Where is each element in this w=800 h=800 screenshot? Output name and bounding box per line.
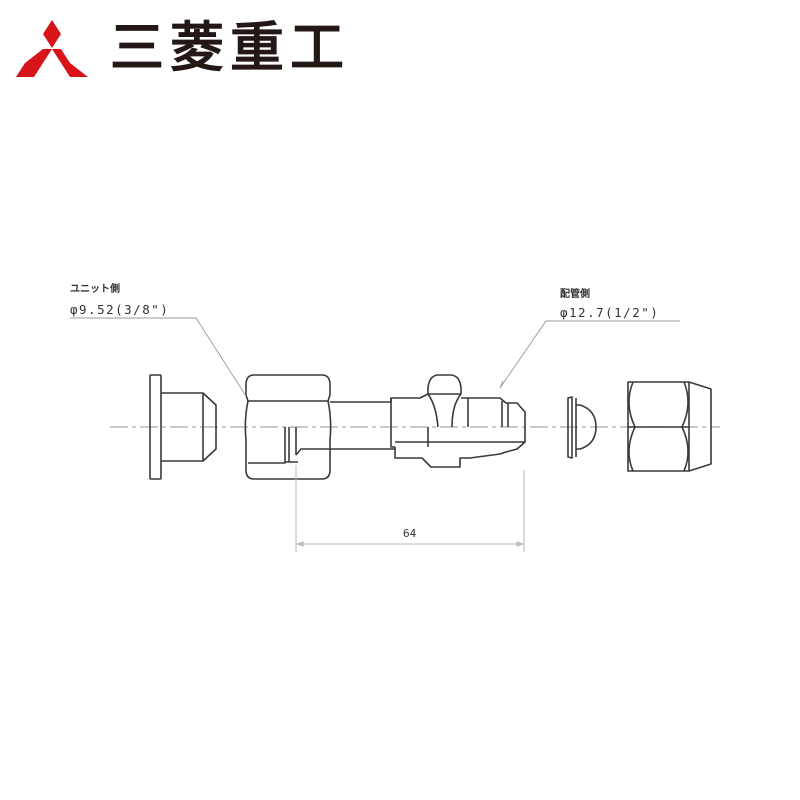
pipe-side-diameter: φ12.7(1/2") (560, 305, 660, 320)
three-diamonds-icon (16, 20, 88, 77)
dimension-label: 64 (403, 527, 417, 540)
flare-nut-unit-side (244, 374, 395, 480)
flare-cap (149, 374, 217, 480)
leader-line-unit-side (70, 317, 247, 397)
brand-name: 三菱重工 (110, 16, 350, 79)
pipe-side-heading: 配管側 (560, 289, 590, 300)
brand-logo: 三菱重工 (16, 18, 350, 78)
dome-cap (567, 396, 597, 459)
leader-line-pipe-side (499, 320, 680, 389)
flare-nut-pipe-side (627, 381, 712, 472)
unit-side-diameter: φ9.52(3/8") (70, 302, 170, 317)
unit-side-heading: ユニット側 (70, 284, 120, 295)
reducer-union-body (390, 374, 526, 468)
